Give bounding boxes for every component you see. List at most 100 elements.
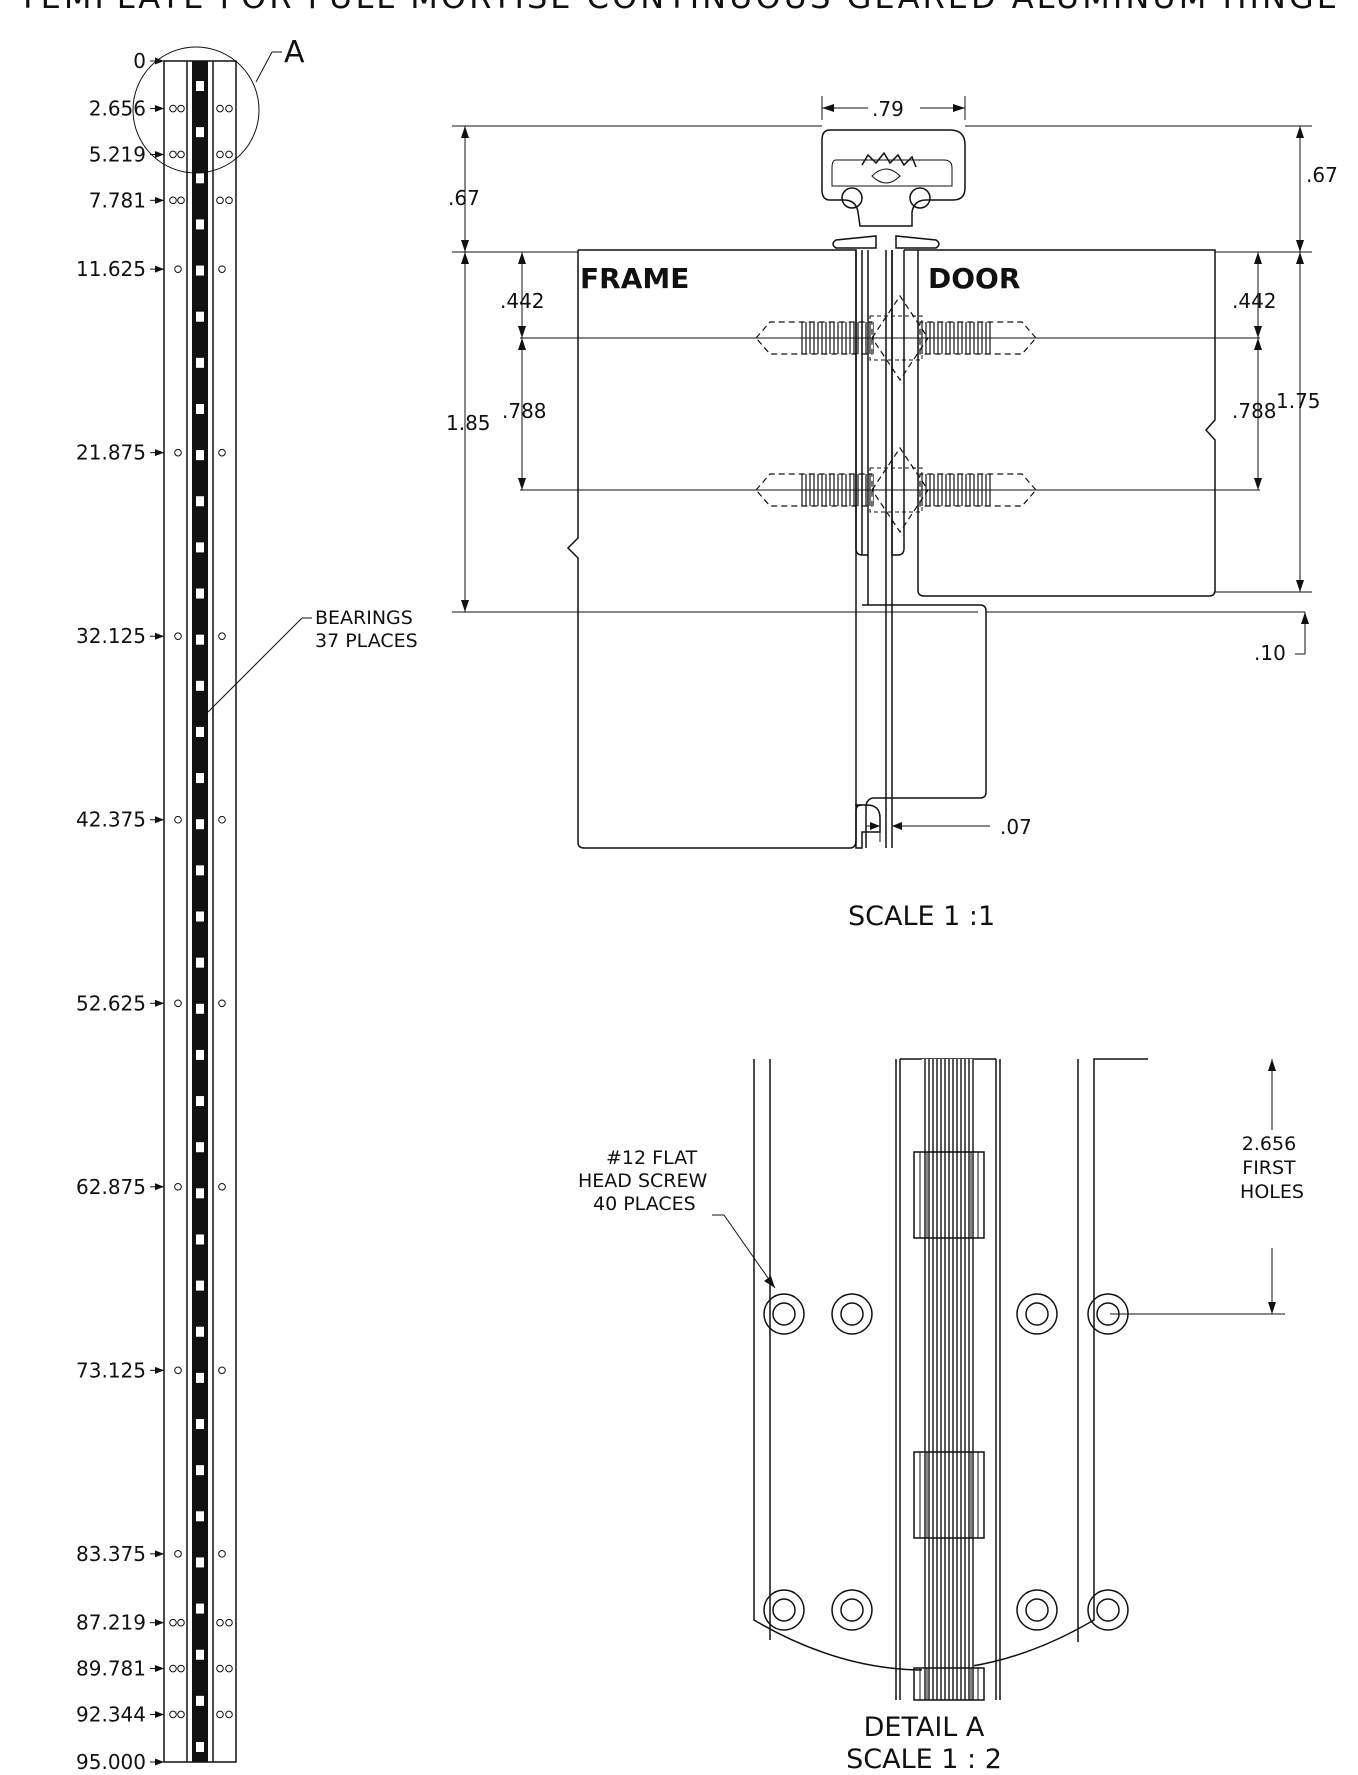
elevation-dim-label: 11.625 bbox=[76, 257, 146, 281]
gear-teeth bbox=[861, 151, 917, 168]
section-scale: SCALE 1 :1 bbox=[848, 901, 995, 932]
bearing-mark bbox=[196, 819, 204, 830]
bearing-mark bbox=[196, 1465, 204, 1476]
screw-hole-icon bbox=[174, 448, 182, 457]
detail-knuckle-lower bbox=[913, 1667, 985, 1701]
detail-a-callout: A bbox=[284, 35, 305, 70]
screw-hole-icon bbox=[218, 632, 226, 641]
dim-top-width: .79 bbox=[872, 97, 904, 121]
bearing-mark bbox=[196, 1557, 204, 1568]
screw-hole-icon bbox=[225, 1710, 233, 1719]
screw-hole-icon bbox=[225, 150, 233, 159]
elevation-dim-label: 32.125 bbox=[76, 624, 146, 648]
first-holes-note: 2.656 FIRST HOLES bbox=[1240, 1133, 1304, 1203]
screw-hole-icon bbox=[1016, 1293, 1058, 1335]
bearing-mark bbox=[196, 1188, 204, 1199]
page-title: TEMPLATE FOR FULL MORTISE CONTINUOUS GEA… bbox=[0, 0, 1358, 16]
elevation-dim-label: 73.125 bbox=[76, 1358, 146, 1382]
elevation-dim-label: 62.875 bbox=[76, 1175, 146, 1199]
bearing-mark bbox=[196, 81, 204, 91]
bearing-mark bbox=[196, 1003, 204, 1014]
bearing-mark bbox=[196, 265, 204, 276]
screw-hole-icon bbox=[177, 104, 185, 113]
bearing-mark bbox=[196, 1280, 204, 1291]
screw-hole-icon bbox=[174, 1366, 182, 1375]
elevation-dim-label: 7.781 bbox=[89, 188, 146, 212]
bearing-mark bbox=[196, 957, 204, 968]
bearings-leader bbox=[207, 617, 303, 713]
screw-hole-icon bbox=[174, 632, 182, 641]
bearing-mark bbox=[196, 1142, 204, 1153]
gear-cap bbox=[821, 129, 966, 227]
elevation-dim-label: 2.656 bbox=[89, 97, 146, 121]
elevation-dim-label: 0 bbox=[133, 49, 146, 73]
dim-gap-bottom: .10 bbox=[1254, 641, 1286, 665]
screw-hole-icon bbox=[169, 196, 177, 205]
bearing-mark bbox=[196, 1419, 204, 1430]
hinge-section-view: FRAME DOOR .79 bbox=[446, 96, 1338, 932]
screw-hole-icon bbox=[216, 1618, 224, 1627]
elevation-dim-label: 21.875 bbox=[76, 441, 146, 465]
screw-hole-icon bbox=[177, 1664, 185, 1673]
bearing-mark bbox=[196, 173, 204, 184]
elevation-dim-label: 83.375 bbox=[76, 1542, 146, 1566]
screw-hole-icon bbox=[218, 999, 226, 1008]
dim-leaf-gap: .07 bbox=[1000, 815, 1032, 839]
elevation-dim-label: 42.375 bbox=[76, 808, 146, 832]
detail-a-view: #12 FLAT HEAD SCREW 40 PLACES 2.656 FIRS… bbox=[578, 1058, 1304, 1775]
frame-label: FRAME bbox=[580, 262, 689, 295]
screw-hole-icon bbox=[174, 265, 182, 273]
elevation-dim-label: 92.344 bbox=[76, 1702, 146, 1726]
bearing-mark bbox=[196, 1049, 204, 1060]
bearing-mark bbox=[196, 1372, 204, 1383]
bearing-mark bbox=[196, 680, 204, 691]
bearing-mark bbox=[196, 1649, 204, 1660]
screw-hole-marks bbox=[169, 104, 233, 1719]
screw-hole-icon bbox=[174, 999, 182, 1008]
bearing-mark bbox=[196, 726, 204, 737]
screw-hole-icon bbox=[225, 1664, 233, 1673]
screw-hole-icon bbox=[1016, 1589, 1058, 1631]
bearing-mark bbox=[196, 1096, 204, 1107]
bearing-mark bbox=[196, 127, 204, 138]
screw-hole-icon bbox=[174, 1182, 182, 1191]
screw-hole-icon bbox=[177, 1710, 185, 1719]
frame-jamb bbox=[578, 249, 881, 849]
screw-hole-icon bbox=[218, 1550, 226, 1558]
screw-hole-icon bbox=[216, 1664, 224, 1673]
bearing-mark bbox=[196, 588, 204, 599]
bearing-mark bbox=[196, 450, 204, 461]
elevation-dim-label: 87.219 bbox=[76, 1611, 146, 1635]
detail-barrel bbox=[922, 1059, 974, 1700]
screw-hole-icon bbox=[174, 1550, 182, 1558]
detail-scale: SCALE 1 : 2 bbox=[846, 1744, 1002, 1775]
screw-hole-icon bbox=[831, 1589, 873, 1631]
bearing-mark bbox=[196, 773, 204, 784]
dim-right-head: .67 bbox=[1306, 163, 1338, 187]
elevation-dim-label: 52.625 bbox=[76, 991, 146, 1015]
screw-hole-icon bbox=[177, 1618, 185, 1627]
elevation-dim-label: 5.219 bbox=[89, 142, 146, 166]
detail-knuckle-middle bbox=[913, 1451, 985, 1539]
dim-right-spacing: .788 bbox=[1232, 399, 1277, 423]
dim-right-total: 1.75 bbox=[1276, 389, 1321, 413]
screw-hole-icon bbox=[218, 1182, 226, 1191]
bearing-mark bbox=[196, 865, 204, 876]
door-label: DOOR bbox=[928, 262, 1020, 295]
bearing-mark bbox=[196, 311, 204, 322]
bearing-mark bbox=[196, 1326, 204, 1337]
bearings-note: BEARINGS 37 PLACES bbox=[315, 607, 419, 652]
screw-hole-icon bbox=[169, 150, 177, 159]
dim-right-first: .442 bbox=[1232, 289, 1277, 313]
screw-hole-icon bbox=[169, 1664, 177, 1673]
screw-hole-icon bbox=[218, 1366, 226, 1375]
screw-hole-icon bbox=[216, 104, 224, 113]
bearing-mark bbox=[196, 219, 204, 230]
bearing-mark bbox=[196, 1234, 204, 1245]
bearing-mark bbox=[196, 1742, 204, 1752]
dim-left-total: 1.85 bbox=[446, 411, 491, 435]
screw-hole-icon bbox=[218, 815, 226, 824]
screw-hole-icon bbox=[225, 196, 233, 205]
bearing-mark bbox=[196, 1603, 204, 1614]
